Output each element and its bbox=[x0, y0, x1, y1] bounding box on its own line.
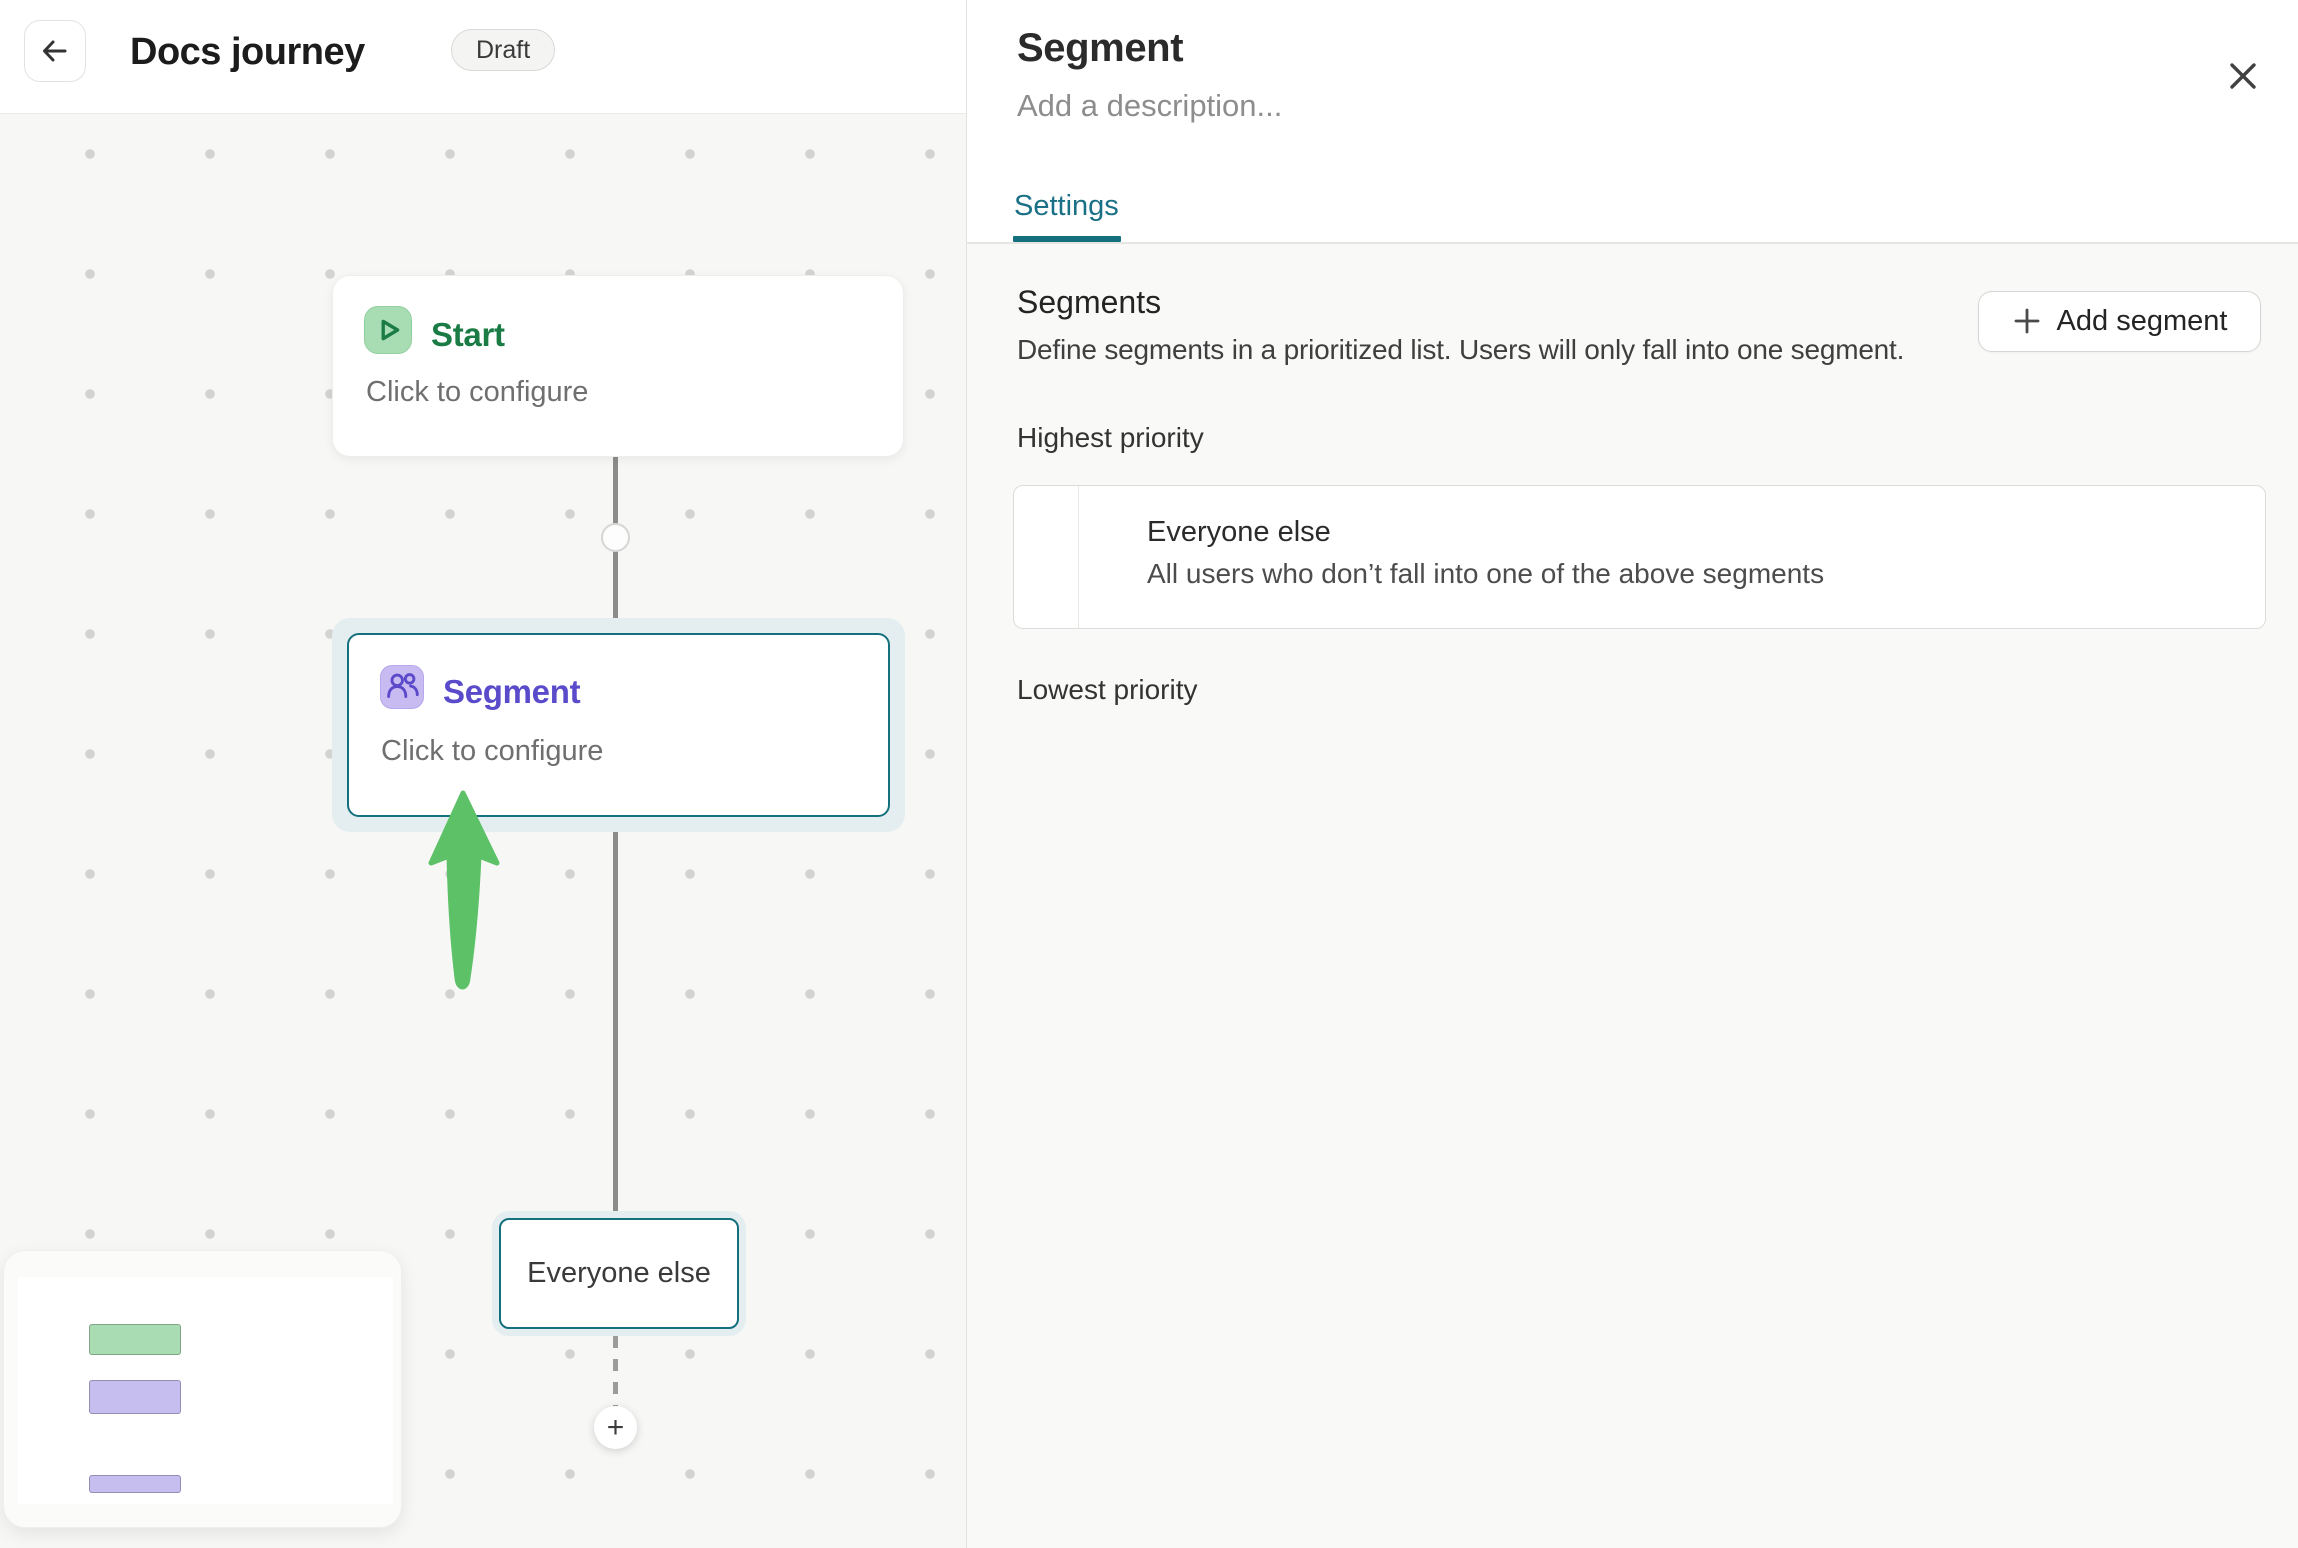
lowest-priority-label: Lowest priority bbox=[1017, 673, 1198, 705]
drag-handle-lane bbox=[1014, 485, 1079, 628]
play-icon bbox=[364, 306, 412, 354]
status-badge: Draft bbox=[451, 29, 556, 71]
plus-icon bbox=[2014, 308, 2039, 334]
segment-node-title: Segment bbox=[443, 673, 581, 710]
panel-divider bbox=[967, 242, 2298, 244]
connector-dashed bbox=[613, 1336, 618, 1408]
minimap[interactable] bbox=[3, 1250, 402, 1528]
people-icon bbox=[380, 665, 424, 709]
minimap-everyone-node bbox=[89, 1475, 181, 1493]
add-segment-button[interactable]: Add segment bbox=[1978, 290, 2261, 352]
connector-segment-everyone bbox=[613, 832, 618, 1211]
green-pointer-arrow-icon bbox=[420, 780, 520, 1005]
highest-priority-label: Highest priority bbox=[1017, 421, 1204, 453]
minimap-start-node bbox=[89, 1324, 181, 1355]
segment-item-name: Everyone else bbox=[1147, 515, 1331, 548]
minimap-segment-node bbox=[89, 1380, 181, 1414]
add-node-button[interactable]: + bbox=[594, 1406, 637, 1449]
description-placeholder[interactable]: Add a description... bbox=[1017, 88, 1283, 123]
tab-settings[interactable]: Settings bbox=[1014, 190, 1119, 222]
back-button[interactable] bbox=[24, 20, 86, 82]
panel-body: Segments Define segments in a prioritize… bbox=[967, 243, 2298, 1548]
tab-active-underline bbox=[1013, 236, 1121, 242]
minimap-viewport bbox=[18, 1277, 393, 1504]
everyone-else-node[interactable]: Everyone else bbox=[499, 1218, 739, 1329]
start-node-title: Start bbox=[431, 316, 505, 353]
segment-node[interactable]: Segment Click to configure bbox=[347, 633, 890, 817]
canvas-header: Docs journey Draft bbox=[0, 0, 966, 114]
segment-item-description: All users who don’t fall into one of the… bbox=[1147, 557, 1825, 589]
segments-heading: Segments bbox=[1017, 283, 1162, 320]
segment-list-item[interactable]: Everyone else All users who don’t fall i… bbox=[1013, 484, 2266, 629]
close-panel-button[interactable] bbox=[2219, 52, 2267, 100]
segments-description: Define segments in a prioritized list. U… bbox=[1017, 333, 1905, 365]
panel-title: Segment bbox=[1017, 26, 1184, 70]
journey-canvas[interactable]: + Start Click to configure bbox=[0, 0, 966, 1548]
start-node-subtitle: Click to configure bbox=[366, 376, 589, 408]
start-node[interactable]: Start Click to configure bbox=[332, 275, 904, 457]
add-segment-label: Add segment bbox=[2056, 304, 2228, 337]
segment-settings-panel: Segment Add a description... Settings Se… bbox=[966, 0, 2298, 1548]
arrow-left-icon bbox=[43, 40, 67, 62]
segment-node-selection-halo: Segment Click to configure bbox=[332, 618, 905, 832]
connector-node-handle[interactable] bbox=[601, 523, 630, 552]
journey-title: Docs journey bbox=[130, 31, 365, 73]
close-icon bbox=[2230, 63, 2256, 89]
segment-node-subtitle: Click to configure bbox=[381, 735, 604, 767]
